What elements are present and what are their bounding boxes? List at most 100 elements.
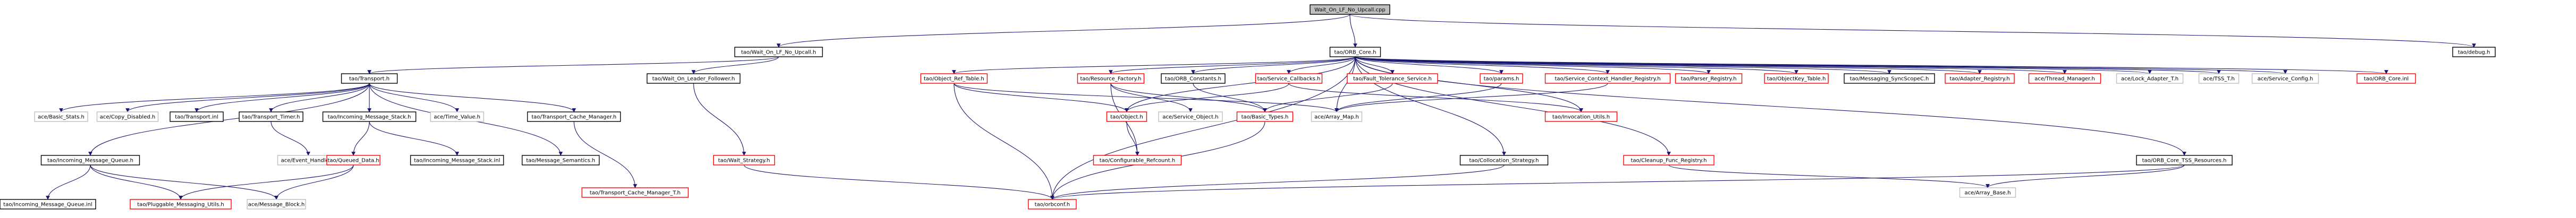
node-obj-ref-table-h[interactable]: tao/Object_Ref_Table.h: [920, 73, 988, 84]
node-parser-registry-h[interactable]: tao/Parser_Registry.h: [1675, 73, 1743, 84]
node-box: [430, 111, 484, 122]
node-debug-h[interactable]: tao/debug.h: [2452, 47, 2496, 57]
node-label: tao/Service_Context_Handler_Registry.h: [1555, 76, 1660, 82]
node-box: [1093, 155, 1182, 165]
node-message-block-h[interactable]: ace/Message_Block.h: [247, 199, 306, 210]
node-basic-types-h[interactable]: tao/Basic_Types.h: [1236, 111, 1294, 122]
node-box: [734, 47, 823, 57]
node-label: tao/ORB_Constants.h: [1165, 76, 1221, 82]
node-box: [1459, 155, 1549, 165]
node-collocation-strategy-h[interactable]: tao/Collocation_Strategy.h: [1459, 155, 1549, 165]
node-label: tao/Cleanup_Func_Registry.h: [1631, 158, 1707, 164]
edge-root-to-orb_core_h: [1349, 14, 1357, 48]
node-label: tao/ORB_Core.h: [1335, 50, 1376, 56]
node-box: [1544, 111, 1618, 122]
node-label: Wait_On_LF_No_Upcall.cpp: [1314, 7, 1385, 13]
edge-orb_constants_h-to-basic_types_h: [1193, 83, 1267, 112]
node-transport-h[interactable]: tao/Transport.h: [341, 73, 398, 84]
node-orb-constants-h[interactable]: tao/ORB_Constants.h: [1161, 73, 1226, 84]
node-transport-cache-mgr-h[interactable]: tao/Transport_Cache_Manager.h: [527, 111, 621, 122]
node-service-object-h[interactable]: ace/Service_Object.h: [1158, 111, 1223, 122]
node-message-semantics-h[interactable]: tao/Message_Semantics.h: [521, 155, 600, 165]
node-pluggable-messaging-utils-h[interactable]: tao/Pluggable_Messaging_Utils.h: [130, 199, 232, 210]
node-label: tao/Object_Ref_Table.h: [924, 76, 984, 82]
node-label: tao/ORB_Core_TSS_Resources.h: [2142, 158, 2227, 164]
node-incoming-msg-queue-h[interactable]: tao/Incoming_Message_Queue.h: [40, 155, 140, 165]
node-wolfnu-h[interactable]: tao/Wait_On_LF_No_Upcall.h: [734, 47, 823, 57]
edge-orb_core_h-to-sch_registry_h: [1355, 56, 1610, 74]
node-incoming-msg-stack-h[interactable]: tao/Incoming_Message_Stack.h: [322, 111, 417, 122]
node-label: tao/Transport.inl: [175, 115, 218, 120]
node-transport-inl[interactable]: tao/Transport.inl: [170, 111, 224, 122]
node-orbconf-h[interactable]: tao/orbconf.h: [1028, 199, 1077, 210]
edge-transport_h-to-basic_stats_h: [59, 83, 370, 112]
edge-transport_h-to-incoming_msg_queue_h: [88, 83, 370, 156]
node-incoming-msg-queue-inl[interactable]: tao/Incoming_Message_Queue.inl: [0, 199, 96, 210]
node-service-config-h[interactable]: ace/Service_Config.h: [2251, 73, 2319, 84]
node-basic-stats-h[interactable]: ace/Basic_Stats.h: [34, 111, 88, 122]
node-label: tao/Fault_Tolerance_Service.h: [1353, 76, 1432, 82]
node-box: [1236, 111, 1294, 122]
edge-service_callbacks_h-to-object_h: [1125, 83, 1289, 112]
node-params-h[interactable]: tao/params.h: [1480, 73, 1523, 84]
node-transport-cache-mgr-t-h[interactable]: tao/Transport_Cache_Manager_T.h: [581, 187, 689, 198]
node-label: tao/Configurable_Refcount.h: [1100, 158, 1175, 164]
node-label: tao/ORB_Core.inl: [2364, 76, 2409, 82]
node-orb-core-h[interactable]: tao/ORB_Core.h: [1329, 47, 1381, 57]
node-box: [1077, 73, 1145, 84]
node-label: ace/Event_Handler.h: [281, 158, 336, 164]
node-resource-factory-h[interactable]: tao/Resource_Factory.h: [1077, 73, 1145, 84]
node-label: tao/Transport_Cache_Manager_T.h: [590, 190, 681, 196]
node-tss-t-h[interactable]: ace/TSS_T.h: [2198, 73, 2240, 84]
edge-cleanup_func_registry_h-to-array_base_h: [1668, 164, 1990, 188]
node-label: tao/Adapter_Registry.h: [1949, 76, 2009, 82]
node-box: [34, 111, 88, 122]
node-box: [1028, 199, 1077, 210]
node-label: tao/Transport_Timer.h: [242, 115, 300, 120]
node-ft-service-h[interactable]: tao/Fault_Tolerance_Service.h: [1347, 73, 1438, 84]
edge-wolfnu_h-to-wolf_h: [691, 56, 779, 74]
node-array-base-h[interactable]: ace/Array_Base.h: [1959, 187, 2016, 198]
node-sch-registry-h[interactable]: tao/Service_Context_Handler_Registry.h: [1544, 73, 1671, 84]
node-adapter-registry-h[interactable]: tao/Adapter_Registry.h: [1945, 73, 2015, 84]
node-label: ace/Basic_Stats.h: [38, 115, 85, 120]
node-incoming-msg-stack-inl[interactable]: tao/Incoming_Message_Stack.inl: [410, 155, 504, 165]
node-time-value-h[interactable]: ace/Time_Value.h: [430, 111, 484, 122]
edge-transport_h-to-transport_inl: [195, 83, 370, 112]
node-box: [1310, 4, 1390, 15]
node-queued-data-h[interactable]: tao/Queued_Data.h: [326, 155, 381, 165]
node-box: [2116, 73, 2184, 84]
node-root: Wait_On_LF_No_Upcall.cpp: [1310, 4, 1390, 15]
node-thread-manager-h[interactable]: ace/Thread_Manager.h: [2028, 73, 2101, 84]
node-service-callbacks-h[interactable]: tao/Service_Callbacks.h: [1255, 73, 1323, 84]
node-box: [130, 199, 232, 210]
node-orb-core-tss-h[interactable]: tao/ORB_Core_TSS_Resources.h: [2136, 155, 2233, 165]
node-msg-sync-scope-h[interactable]: tao/Messaging_SyncScopeC.h: [1844, 73, 1935, 84]
node-invocation-utils-h[interactable]: tao/Invocation_Utils.h: [1544, 111, 1618, 122]
node-box: [2452, 47, 2496, 57]
node-copy-disabled-h[interactable]: ace/Copy_Disabled.h: [96, 111, 159, 122]
node-label: tao/Parser_Registry.h: [1681, 76, 1737, 82]
edge-transport_timer_h-to-event_handler_h: [271, 121, 310, 156]
node-wolf-h[interactable]: tao/Wait_On_Leader_Follower.h: [646, 73, 741, 84]
edge-orb_core_h-to-invocation_utils_h: [1355, 56, 1583, 112]
node-label: tao/ObjectKey_Table.h: [1767, 76, 1826, 82]
node-lock-adapter-t-h[interactable]: ace/Lock_Adapter_T.h: [2116, 73, 2184, 84]
node-box: [96, 111, 159, 122]
node-configurable-refcount-h[interactable]: tao/Configurable_Refcount.h: [1093, 155, 1182, 165]
node-object-h[interactable]: tao/Object.h: [1106, 111, 1147, 122]
edge-root-to-wolfnu_h: [776, 14, 1350, 48]
node-orb-core-inl[interactable]: tao/ORB_Core.inl: [2357, 73, 2416, 84]
node-cleanup-func-registry-h[interactable]: tao/Cleanup_Func_Registry.h: [1623, 155, 1714, 165]
node-array-map-h[interactable]: ace/Array_Map.h: [1311, 111, 1363, 122]
node-box: [170, 111, 224, 122]
node-box: [2357, 73, 2416, 84]
edge-obj_ref_table_h-to-object_h: [953, 83, 1129, 112]
node-box: [0, 199, 96, 210]
node-box: [1945, 73, 2015, 84]
node-objectkey-table-h[interactable]: tao/ObjectKey_Table.h: [1764, 73, 1829, 84]
node-box: [1347, 73, 1438, 84]
node-wait-strategy-h[interactable]: tao/Wait_Strategy.h: [713, 155, 775, 165]
node-transport-timer-h[interactable]: tao/Transport_Timer.h: [239, 111, 303, 122]
